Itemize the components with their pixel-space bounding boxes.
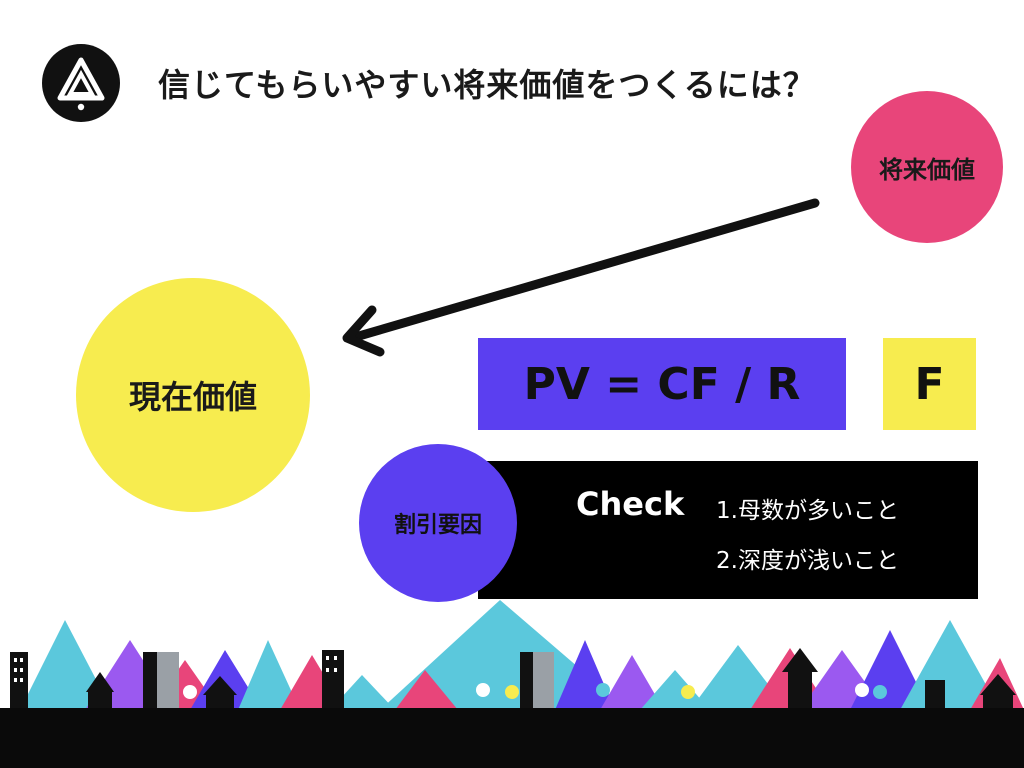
page-title: 信じてもらいやすい将来価値をつくるには？	[158, 66, 816, 104]
future-value-circle: 将来価値	[851, 91, 1003, 243]
future-value-label: 将来価値	[879, 155, 975, 184]
present-value-circle: 現在価値	[76, 278, 310, 512]
city-skyline-illustration	[0, 600, 1024, 768]
discount-factor-label: 割引要因	[393, 513, 482, 538]
logo-icon	[42, 44, 120, 122]
check-item: 1.母数が多いこと	[716, 498, 899, 524]
check-item: 2.深度が浅いこと	[716, 548, 899, 574]
present-value-label: 現在価値	[128, 378, 257, 416]
formula-text: PV = CF / R	[523, 358, 801, 410]
check-label: Check	[576, 485, 685, 523]
check-panel: Check 1.母数が多いこと 2.深度が浅いこと	[478, 461, 978, 599]
f-box: F	[883, 338, 976, 430]
formula-box: PV = CF / R	[478, 338, 846, 430]
f-label: F	[914, 358, 945, 410]
discount-factor-circle: 割引要因	[359, 444, 517, 602]
